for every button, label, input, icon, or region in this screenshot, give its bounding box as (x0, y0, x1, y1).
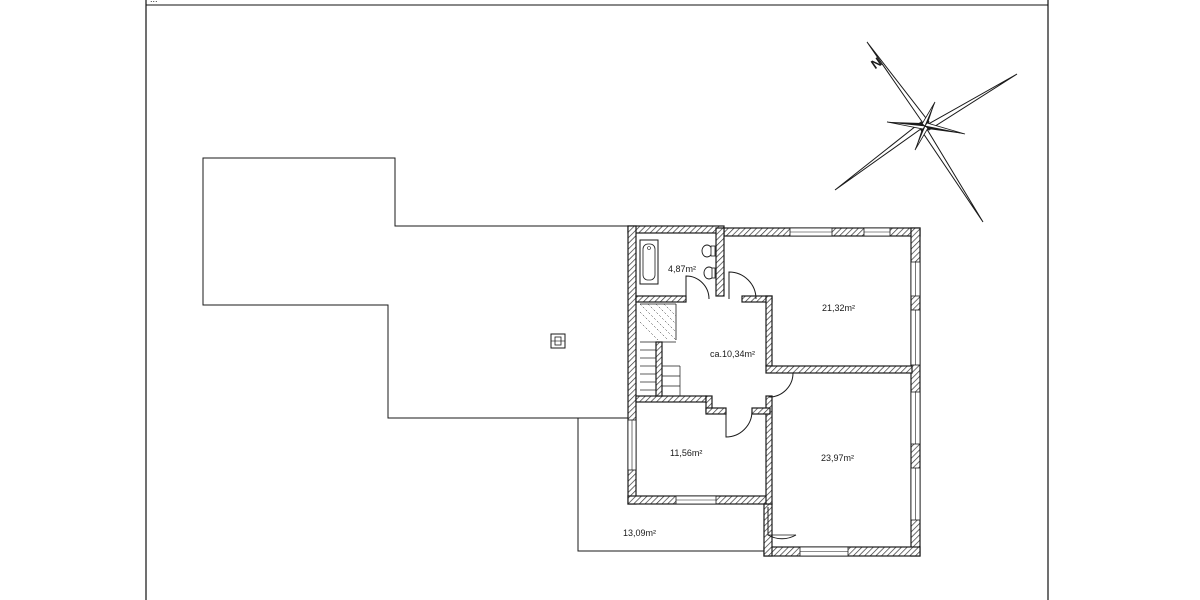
compass-north-letter: N (868, 54, 884, 72)
toilet (701, 244, 716, 258)
roof-outline (202, 157, 629, 419)
roof-vent-symbol (550, 333, 566, 349)
room-north-area-label: 21,32m² (822, 303, 855, 313)
bathroom-area-label: 4,87m² (668, 264, 696, 274)
terrace-area-label: 13,09m² (623, 528, 656, 538)
sink (703, 266, 716, 280)
doors (685, 271, 797, 540)
room-small-area-label: 11,56m² (670, 448, 702, 458)
page-frame (145, 0, 1049, 600)
header-caption: ... (150, 0, 158, 4)
windows (627, 227, 921, 557)
interior-walls (635, 227, 913, 505)
terrace-outline (577, 418, 764, 552)
outer-walls (627, 225, 921, 557)
hallway-area-label: ca.10,34m² (710, 349, 755, 359)
bathtub (639, 239, 659, 285)
staircase (639, 303, 681, 396)
room-south-area-label: 23,97m² (821, 453, 854, 463)
compass-rose-icon (834, 41, 1018, 223)
